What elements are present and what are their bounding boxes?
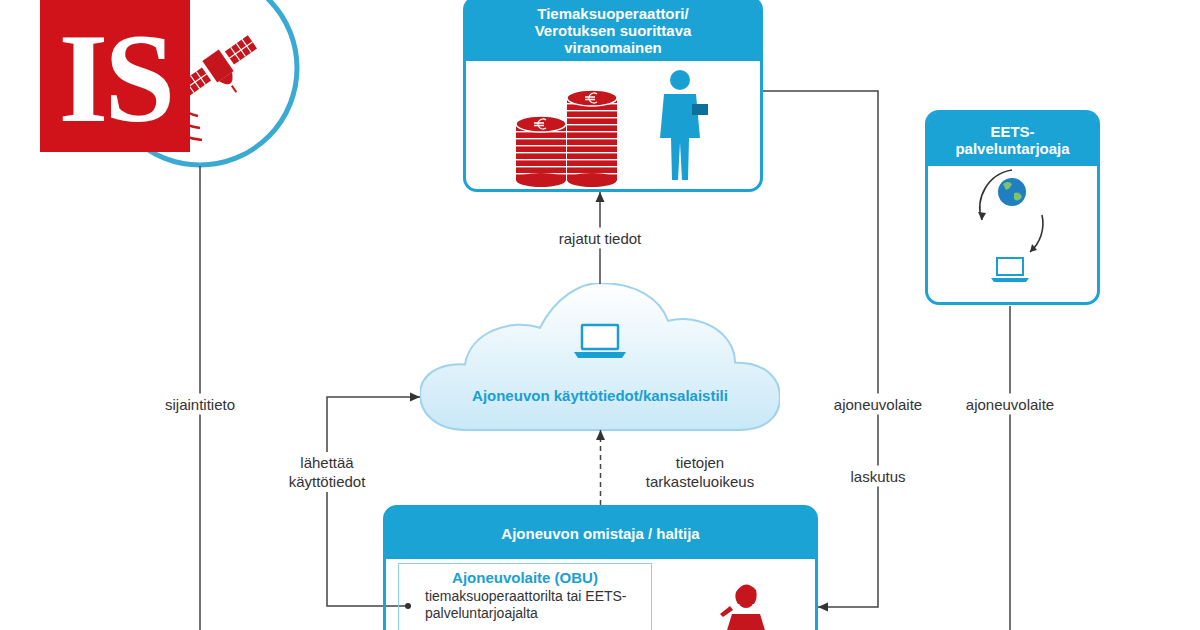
coin-stack	[567, 98, 617, 180]
laptop-base	[574, 352, 626, 358]
device-title: Ajoneuvolaite (OBU)	[399, 564, 651, 588]
globe-land	[1003, 182, 1022, 201]
eets-icon	[978, 170, 1043, 282]
arrow-head	[1030, 244, 1037, 252]
connector	[327, 393, 420, 610]
cloud-laptop	[574, 325, 626, 358]
owner-box: Ajoneuvon omistaja / haltijaAjoneuvolait…	[383, 505, 818, 630]
arrow-head	[410, 393, 420, 402]
line-label: ajoneuvolaite	[962, 394, 1058, 415]
globe	[998, 178, 1026, 206]
laptop-base	[991, 278, 1029, 282]
line-label: sijaintitieto	[161, 394, 239, 415]
woman-arm	[720, 606, 733, 617]
coin-top	[567, 90, 617, 106]
line-label: laskutus	[846, 466, 909, 487]
edge-label: ajoneuvolaite	[830, 394, 926, 415]
satellite-icon	[176, 31, 271, 116]
arrow-head	[596, 192, 605, 202]
cloud-path	[420, 283, 780, 430]
satellite-dish	[219, 72, 237, 88]
cloud-outline	[420, 283, 780, 432]
laptop-screen	[582, 325, 618, 349]
panel-grid	[179, 35, 257, 96]
coin-top	[516, 116, 566, 132]
start-dot	[405, 603, 411, 609]
man-figure	[660, 70, 708, 180]
euro-mark	[534, 119, 546, 129]
arrow-head	[596, 430, 605, 440]
cloud-title: Ajoneuvon käyttötiedot/kansalaistili	[420, 387, 780, 405]
operator-box: Tiemaksuoperaattori/ Verotuksen suoritta…	[463, 0, 763, 192]
arrow-head	[978, 212, 986, 220]
coin-bottom	[567, 173, 617, 187]
laptop-screen	[997, 258, 1023, 275]
box-heading: EETS- palveluntarjoaja	[928, 113, 1097, 166]
woman-head	[738, 592, 754, 608]
satellite-antenna	[232, 86, 237, 93]
woman-body	[724, 614, 768, 630]
logo-square	[40, 0, 190, 152]
box-heading: Ajoneuvon omistaja / haltija	[386, 508, 815, 559]
logo-text: IS	[59, 14, 172, 142]
connector-line	[600, 430, 602, 505]
woman-figure	[720, 584, 768, 630]
connector	[596, 430, 605, 505]
connector-line	[327, 397, 420, 606]
device-box: Ajoneuvolaite (OBU)tiemaksuoperaattorilt…	[398, 563, 652, 630]
euro-mark	[585, 93, 597, 103]
cycle-arrow	[1030, 215, 1043, 252]
edge-label: lähettää käyttötiedot	[268, 452, 386, 492]
provider-box: EETS- palveluntarjoaja	[925, 110, 1100, 305]
coin-stacks	[516, 90, 617, 187]
device-line	[1009, 306, 1011, 630]
tablet	[692, 104, 708, 115]
data-cloud: Ajoneuvon käyttötiedot/kansalaistili	[420, 283, 780, 432]
coin-bottom	[516, 173, 566, 187]
man-head	[670, 70, 690, 90]
edge-label: rajatut tiedot	[555, 228, 646, 249]
box-heading: Tiemaksuoperaattori/ Verotuksen suoritta…	[466, 0, 760, 61]
edge-label: tietojen tarkasteluoikeus	[631, 452, 769, 492]
device-note: tiemaksuoperaattorilta tai EETS-palvelun…	[399, 588, 651, 622]
arrow-head	[818, 603, 828, 612]
